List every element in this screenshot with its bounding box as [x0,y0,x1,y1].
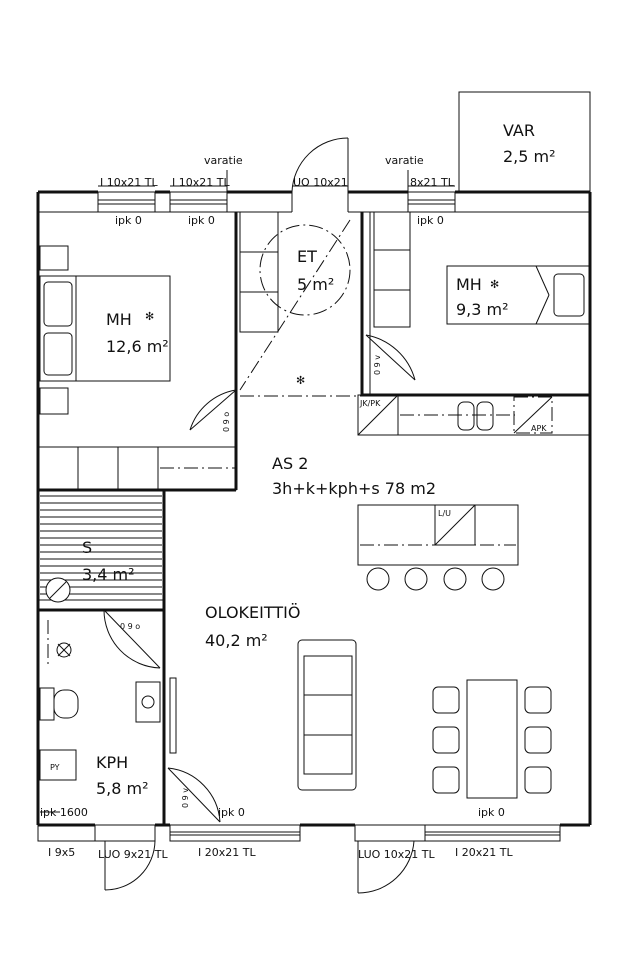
kitchen-counter: JK/PK APK [357,394,591,436]
apartment-description: 3h+k+kph+s 78 m2 [272,479,436,498]
room-kph: PY KPH 5,8 m² 0 9 v [37,618,221,825]
room-sauna: S 3,4 m² 0 9 o [37,489,165,669]
opening-top-1: I 10x21 TL [100,176,158,189]
dishwasher-label: APK [531,424,547,433]
opening-top-4: 8x21 TL [410,176,455,189]
room-mh2-name: MH [456,275,482,294]
ipk-label-2: ipk 0 [188,214,215,227]
smoke-detector-icon: ✻ [296,374,305,387]
room-mh1-area: 12,6 m² [106,337,169,356]
kitchen-island: L/U [357,504,519,591]
room-olokeittio-area: 40,2 m² [205,631,268,650]
opening-labels: I 10x21 TL I 10x21 TL UO 10x21 8x21 TL v… [40,154,513,861]
opening-bottom-2: LUO 9x21 TL [98,848,169,861]
room-kph-area: 5,8 m² [96,779,149,798]
variant-label-1: varatie [204,154,243,167]
room-et: ET 5 m² ✻ [239,211,362,397]
washing-machine-label: PY [50,763,60,772]
ipk-label-5: ipk 0 [218,806,245,819]
opening-top-2: I 10x21 TL [172,176,230,189]
room-et-area: 5 m² [297,275,334,294]
living-room-labels: OLOKEITTIÖ 40,2 m² AS 2 3h+k+kph+s 78 m2 [205,454,436,650]
room-mh2: MH 9,3 m² ✻ 0 9 v [365,211,591,381]
bottom-openings [37,824,561,894]
ipk-label-6: ipk 0 [478,806,505,819]
room-et-name: ET [297,247,317,266]
opening-top-3: UO 10x21 [293,176,348,189]
door-mh1-label: 0 9 o [222,412,231,432]
room-mh2-area: 9,3 m² [456,300,509,319]
opening-bottom-1: I 9x5 [48,846,75,859]
floor-drain-icon [56,642,72,658]
door-kph-label: 0 9 v [181,788,190,808]
smoke-detector-icon: ✻ [490,278,499,291]
opening-bottom-3: I 20x21 TL [198,846,256,859]
room-var-name: VAR [503,121,535,140]
opening-bottom-5: I 20x21 TL [455,846,513,859]
room-mh1-name: MH [106,310,132,329]
smoke-detector-icon: ✻ [145,310,154,323]
room-sauna-name: S [82,538,92,557]
ipk-label-4: ipk 1600 [40,806,88,819]
living-furniture [297,639,552,799]
top-openings [97,137,456,213]
apartment-name: AS 2 [272,454,308,473]
fridge-freezer-label: JK/PK [359,399,381,408]
ipk-label-1: ipk 0 [115,214,142,227]
opening-bottom-4: LUO 10x21 TL [358,848,436,861]
washer-dryer-label: L/U [438,509,451,518]
door-mh2-label: 0 9 v [373,355,382,375]
room-mh1: MH 12,6 m² ✻ 0 9 o [37,245,237,491]
room-sauna-area: 3,4 m² [82,565,135,584]
room-olokeittio-name: OLOKEITTIÖ [205,603,300,622]
door-sauna-label: 0 9 o [120,622,140,631]
variant-label-2: varatie [385,154,424,167]
ipk-label-3: ipk 0 [417,214,444,227]
room-var: VAR 2,5 m² [458,91,591,193]
room-kph-name: KPH [96,753,128,772]
room-var-area: 2,5 m² [503,147,556,166]
